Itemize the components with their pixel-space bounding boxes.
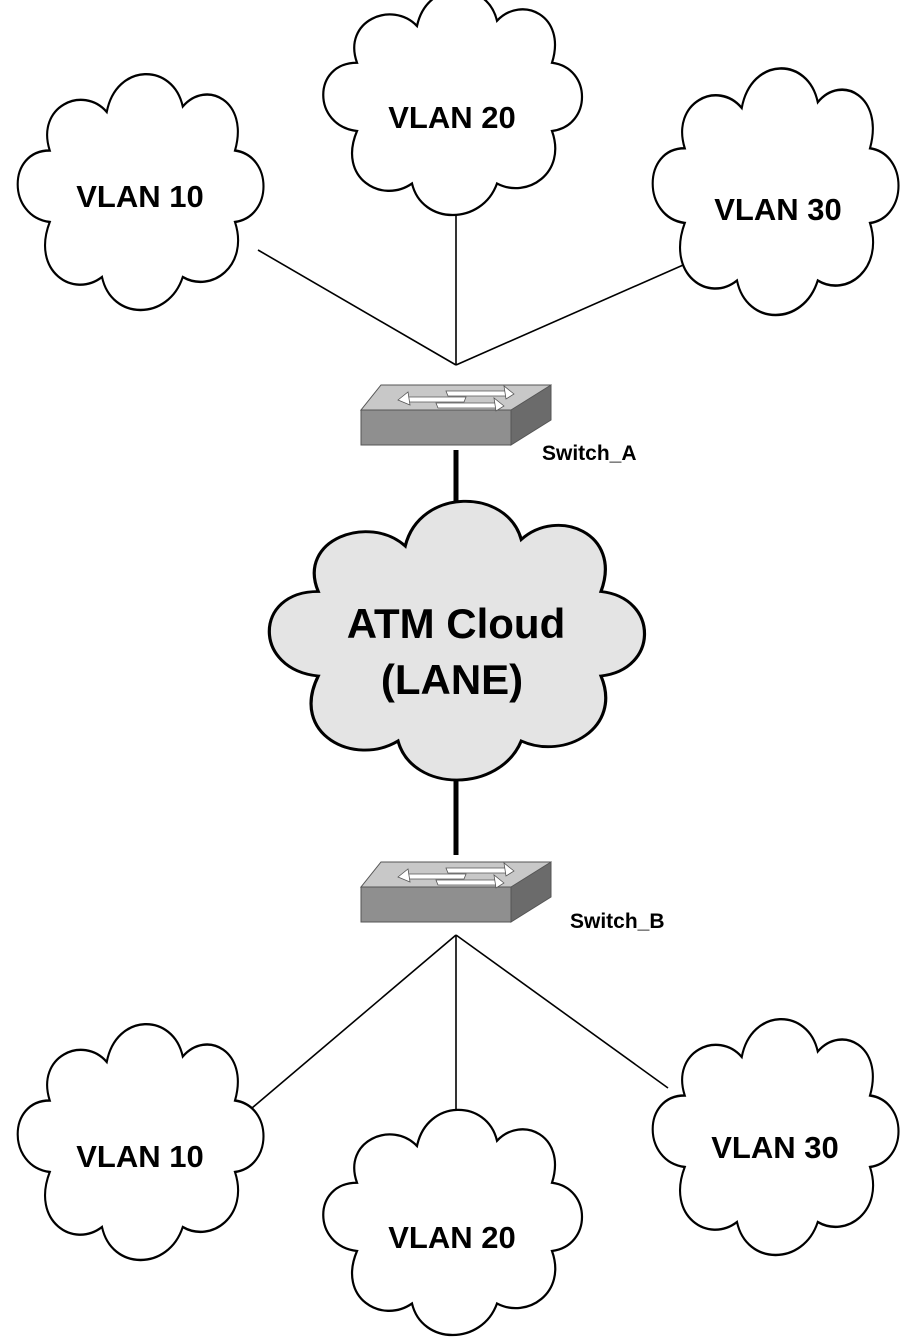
link-top-vlan10 <box>257 249 457 366</box>
switch-a-label: Switch_A <box>542 442 637 465</box>
cloud-bottom-vlan20: VLAN 20 <box>322 1108 584 1337</box>
switch-a: Switch_A <box>360 384 637 465</box>
switch-icon <box>360 861 552 923</box>
switch-icon <box>360 384 552 446</box>
atm-cloud-title: ATM Cloud <box>347 600 566 647</box>
cloud-top-vlan20: VLAN 20 <box>322 0 584 217</box>
cloud-top-vlan10-label: VLAN 10 <box>76 179 203 214</box>
atm-cloud: ATM Cloud (LANE) <box>267 499 647 782</box>
link-bottom-vlan10 <box>251 934 457 1109</box>
switch-b-label: Switch_B <box>570 910 665 933</box>
cloud-bottom-vlan10: VLAN 10 <box>16 1022 265 1262</box>
cloud-bottom-vlan10-label: VLAN 10 <box>76 1139 203 1174</box>
cloud-bottom-vlan30-label: VLAN 30 <box>711 1130 838 1165</box>
cloud-top-vlan30-label: VLAN 30 <box>714 192 841 227</box>
cloud-top-vlan20-label: VLAN 20 <box>388 100 515 135</box>
cloud-bottom-vlan30: VLAN 30 <box>651 1017 900 1257</box>
link-top-vlan30 <box>455 261 691 366</box>
atm-cloud-subtitle: (LANE) <box>381 656 523 703</box>
cloud-top-vlan10: VLAN 10 <box>16 72 265 312</box>
cloud-bottom-vlan20-label: VLAN 20 <box>388 1220 515 1255</box>
cloud-top-vlan30: VLAN 30 <box>651 67 900 317</box>
link-bottom-vlan30 <box>455 934 669 1089</box>
switch-b: Switch_B <box>360 861 665 933</box>
